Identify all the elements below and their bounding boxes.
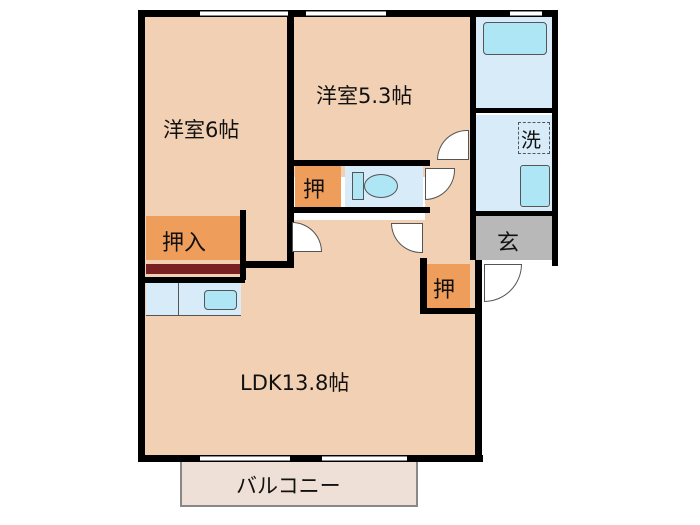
closet-3[interactable] [425,264,470,309]
toilet-bowl [364,174,398,198]
wall-toilet-top [290,160,430,166]
wall-room1-right [287,10,294,268]
window-room2 [306,11,386,16]
toilet-icon [352,172,364,200]
wall-left [138,10,145,462]
window-ldk-2 [322,456,407,461]
wall-bottom [138,455,483,462]
sink-icon [204,290,237,310]
balcony-label: バルコニー [236,474,341,498]
wall-room1-bottom [240,261,294,268]
wall-closet3-bottom [420,308,480,314]
western-room-1-label: 洋室6帖 [163,118,240,142]
window-room1 [200,11,288,16]
window-ldk-1 [200,456,290,461]
balcony[interactable] [180,462,418,507]
entrance-label: 玄 [497,231,520,256]
shelf [146,264,241,274]
closet-2-label: 押 [303,178,326,203]
wall-wash-bottom [470,211,556,216]
wall-right-ldk [475,260,482,462]
entrance[interactable] [475,216,555,260]
laundry-area [518,122,550,154]
closet-3-label: 押 [433,278,456,303]
door-ldk-room1[interactable] [292,222,322,252]
closet-1[interactable] [146,216,241,260]
washbasin [520,165,550,207]
western-room-2-label: 洋室5.3帖 [316,84,413,108]
wall-right-wet [552,10,558,266]
closet-2[interactable] [295,165,341,207]
window-bath [510,11,542,16]
kitchen-divider [178,283,179,316]
door-entrance[interactable] [484,264,522,302]
wall-closet3 [420,258,427,314]
wall-bath-bottom [470,108,556,113]
closet-1-label: 押入 [162,231,207,256]
laundry-label: 洗 [521,128,541,152]
ldk-label: LDK13.8帖 [240,371,350,395]
wall-toilet-bottom [290,207,430,213]
wall-room2-right [470,10,476,260]
wall-closet1-right [240,210,246,280]
bathtub [483,22,547,55]
wall-kitchen [140,277,245,283]
